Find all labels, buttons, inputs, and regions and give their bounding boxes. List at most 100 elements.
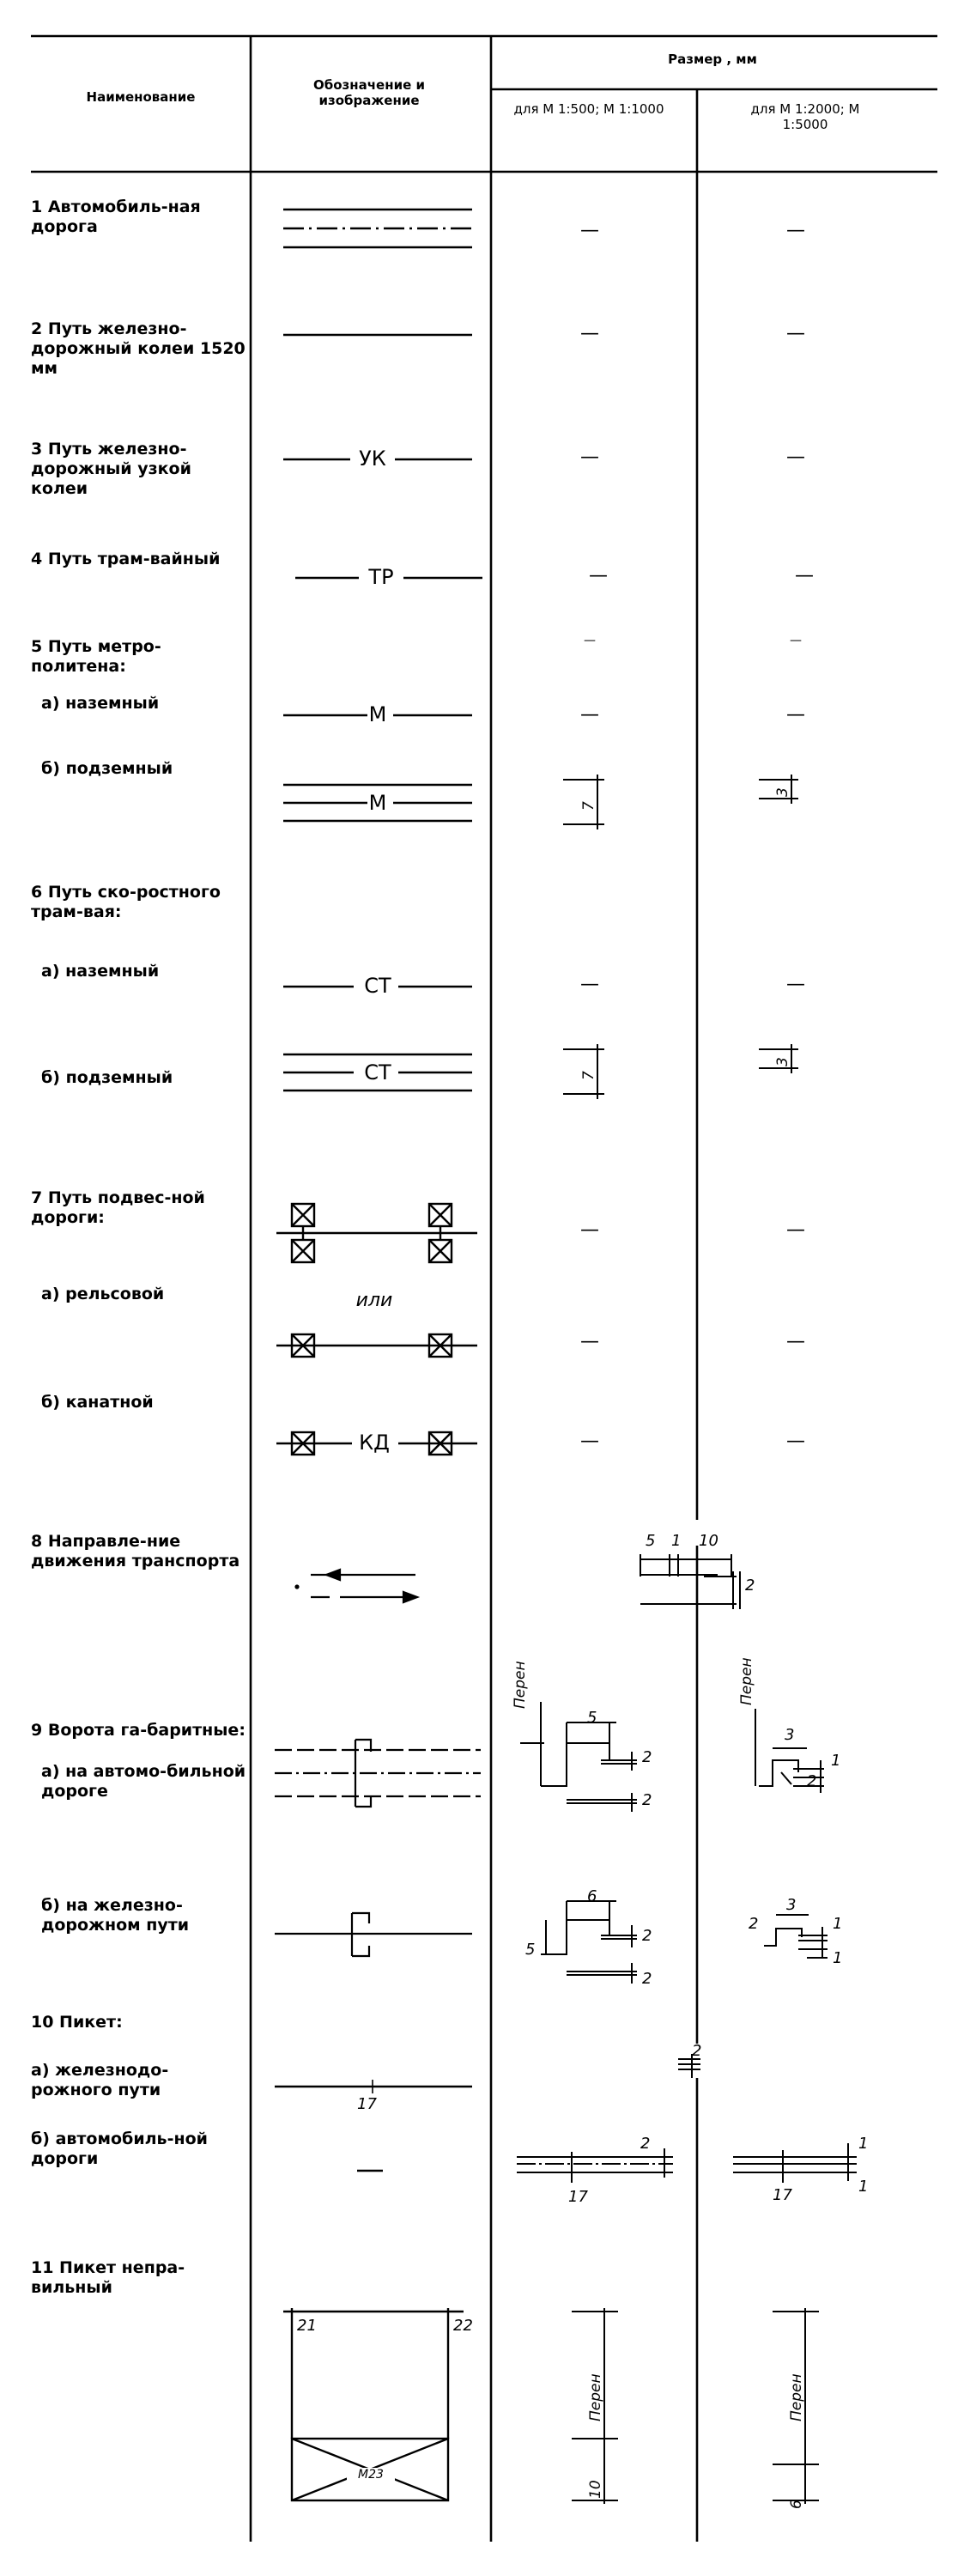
dim-speed-tram-large: 7 xyxy=(580,1071,597,1080)
dim-gate-rail-small-c: 1 xyxy=(833,1915,843,1933)
dash-row7a-large: — xyxy=(580,1331,599,1352)
row-2-name: 2 Путь железно-дорожный колеи 1520 мм xyxy=(31,319,246,378)
row-7a-name: а) рельсовой xyxy=(41,1285,165,1303)
dims-picket-wrong-small xyxy=(773,2308,819,2504)
dash-row7a-small: — xyxy=(786,1331,805,1352)
symbol-gate-rail xyxy=(275,1911,472,1958)
dim-picket-road-small-c: 17 xyxy=(773,2186,792,2204)
dash-row1-small: — xyxy=(786,220,805,241)
dims-speed-tram-small xyxy=(759,1044,798,1073)
symbol-railway-1520 xyxy=(283,333,472,337)
dim-gate-large-c: 2 xyxy=(642,1791,652,1809)
dims-traffic-direction xyxy=(640,1554,741,1609)
dim-gate-large-a: 5 xyxy=(587,1709,597,1727)
row-6b-name: б) подземный xyxy=(41,1068,173,1087)
row-1-name: 1 Автомобиль-ная дорога xyxy=(31,197,201,236)
dim-metro-small: 3 xyxy=(774,787,791,797)
dash-row2-large: — xyxy=(580,323,599,344)
dim-gate-rail-large-d: 2 xyxy=(642,1970,652,1988)
row-5b-name: б) подземный xyxy=(41,759,173,778)
dim-picket-rail: 2 xyxy=(692,2042,702,2060)
row-10a-name: а) железнодо-рожного пути xyxy=(31,2061,169,2099)
dim-metro-large: 7 xyxy=(580,801,597,811)
dim-gate-rail-large-c: 2 xyxy=(642,1927,652,1945)
dash-row3-small: — xyxy=(786,447,805,468)
row-5-name: 5 Путь метро-политена: xyxy=(31,637,161,676)
dim-gate-rail-small-d: 1 xyxy=(833,1949,843,1967)
row-10b-name: б) автомобиль-ной дороги xyxy=(31,2129,208,2168)
dim-arrow-d: 2 xyxy=(745,1577,755,1595)
code-speed-tram-underground: СТ xyxy=(364,1060,391,1084)
symbol-speed-tram-ground xyxy=(283,985,472,988)
picket-wrong-right: 22 xyxy=(453,2317,473,2335)
dims-gate-road-small xyxy=(755,1709,824,1793)
dim-picket-road-large-b: 17 xyxy=(568,2188,588,2206)
dims-gate-rail-small xyxy=(764,1914,828,1959)
dim-gate-rail-large-a: 6 xyxy=(587,1887,597,1905)
symbol-picket-road xyxy=(357,2169,383,2172)
row-3-name: 3 Путь железно-дорожный узкой колеи xyxy=(31,440,191,498)
dims-picket-road-large xyxy=(517,2148,673,2183)
dim-gate-small-b: 2 xyxy=(807,1772,817,1790)
dims-metro-small xyxy=(759,775,798,804)
symbol-suspended-rail-alt xyxy=(276,1333,477,1358)
header-scale-large: для М 1:500; М 1:1000 xyxy=(513,101,664,117)
dim-per-wrong-small: Перен xyxy=(788,2373,805,2421)
dims-speed-tram-large xyxy=(563,1044,604,1099)
dash-row1-large: — xyxy=(580,220,599,241)
symbol-road xyxy=(283,208,472,249)
dims-picket-rail xyxy=(678,2054,700,2078)
code-narrow-gauge: УК xyxy=(359,447,386,471)
code-cable-road: КД xyxy=(359,1431,390,1455)
row-6-name: 6 Путь ско-ростного трам-вая: xyxy=(31,883,221,921)
dash-row4-large: — xyxy=(589,565,608,586)
row-10-name: 10 Пикет: xyxy=(31,2013,123,2032)
row-4-name: 4 Путь трам-вайный xyxy=(31,550,221,568)
symbol-traffic-direction xyxy=(294,1568,421,1604)
dash-row4-small: — xyxy=(795,565,814,586)
dash-row2-small: — xyxy=(786,323,805,344)
alt-or-label: или xyxy=(355,1290,393,1311)
dash-row6a-large: — xyxy=(580,974,599,995)
dims-metro-large xyxy=(563,775,604,829)
dash-row5-small: — xyxy=(790,634,802,647)
row-8-name: 8 Направле-ние движения транспорта xyxy=(31,1532,240,1571)
code-metro-ground: М xyxy=(368,702,387,726)
symbol-narrow-gauge xyxy=(283,458,472,461)
header-size: Размер , мм xyxy=(668,52,757,67)
dim-picket-road-small-a: 1 xyxy=(858,2135,869,2153)
row-11-name: 11 Пикет непра-вильный xyxy=(31,2258,185,2297)
dims-picket-road-small xyxy=(733,2143,857,2183)
row-7-name: 7 Путь подвес-ной дороги: xyxy=(31,1188,205,1227)
dim-gate-large-b: 2 xyxy=(642,1748,652,1766)
dim-gate-rail-small-b: 2 xyxy=(749,1915,759,1933)
dims-gate-road-large xyxy=(520,1702,637,1812)
dim-picket-road-small-b: 1 xyxy=(858,2178,869,2196)
picket-wrong-box-label: М23 xyxy=(347,2468,395,2482)
dim-gate-small-c: 1 xyxy=(831,1752,841,1770)
row-5a-name: а) наземный xyxy=(41,694,160,713)
dim-arrow-b: 1 xyxy=(671,1532,682,1550)
dash-row5a-small: — xyxy=(786,704,805,726)
dim-gate-rail-small-a: 3 xyxy=(786,1896,797,1914)
symbol-gate-road xyxy=(275,1738,481,1808)
dim-gate-rail-large-b: 5 xyxy=(525,1941,536,1959)
picket-rail-label: 17 xyxy=(357,2095,377,2113)
dim-per-gate-large: Перен xyxy=(512,1661,529,1709)
symbol-speed-tram-underground xyxy=(283,1053,472,1092)
header-symbol: Обозначение и изображение xyxy=(313,77,425,108)
dims-gate-rail-large xyxy=(541,1900,637,1984)
code-tram: ТР xyxy=(368,565,394,589)
dash-row6a-small: — xyxy=(786,974,805,995)
dim-arrow-a: 5 xyxy=(646,1532,656,1550)
dash-row7-small: — xyxy=(786,1219,805,1241)
dim-picket-wrong-small: 6 xyxy=(788,2500,805,2509)
dim-per-wrong-large: Перен xyxy=(587,2373,604,2421)
dash-row5-large: — xyxy=(584,634,596,647)
row-9-name: 9 Ворота га-баритные: xyxy=(31,1721,246,1740)
dim-picket-wrong-large: 10 xyxy=(587,2480,604,2499)
row-7b-name: б) канатной xyxy=(41,1393,154,1412)
symbol-metro-ground xyxy=(283,714,472,717)
